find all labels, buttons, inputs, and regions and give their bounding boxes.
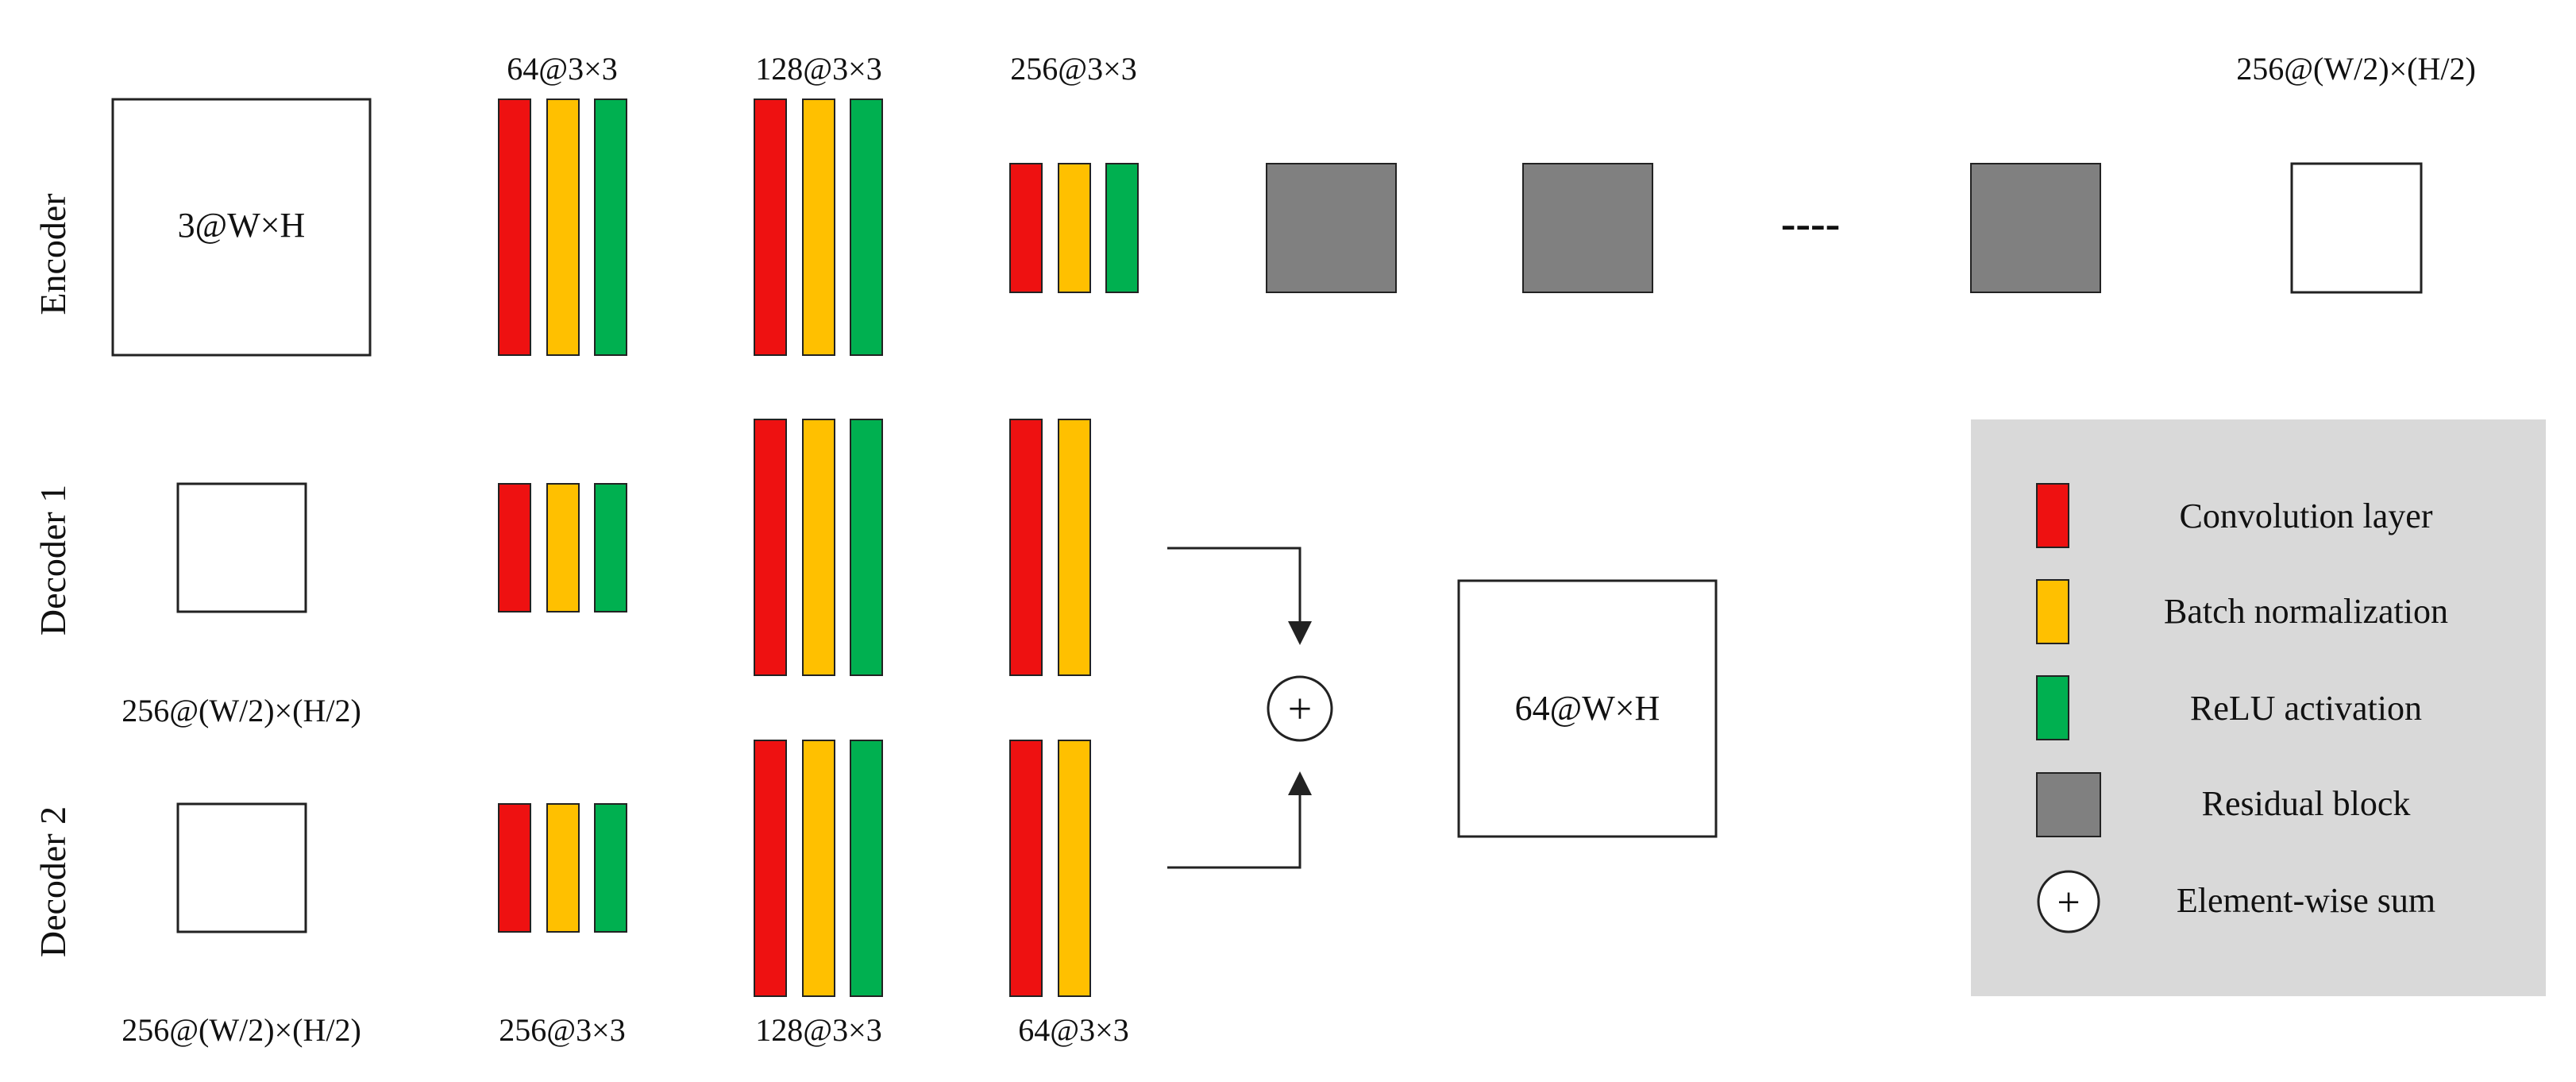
legend-bn-swatch <box>2036 579 2069 644</box>
decoder2-input-feature-map <box>176 802 307 933</box>
encoder-conv1-conv-layer <box>498 99 531 356</box>
encoder-input-label: 3@W×H <box>178 206 306 245</box>
decoder1-conv1-conv-layer <box>498 483 531 612</box>
legend-relu-swatch <box>2036 675 2069 740</box>
decoder-output-feature-map <box>1457 579 1718 838</box>
decoder1-to-sum-arrow <box>1167 547 1312 645</box>
decoder2-conv1-batch-norm <box>546 803 580 933</box>
encoder-input-feature-map <box>111 98 372 357</box>
decoder1-conv2-relu <box>850 419 883 676</box>
decoder2-to-sum-arrow <box>1167 771 1312 869</box>
legend-residual-swatch <box>2036 772 2101 837</box>
encoder-conv2-label: 128@3×3 <box>755 51 881 87</box>
encoder-conv1-batch-norm <box>546 99 580 356</box>
decoder1-row-label: Decoder 1 <box>33 485 73 636</box>
decoder2-conv2-batch-norm <box>802 740 835 997</box>
encoder-conv1-label: 64@3×3 <box>507 51 617 87</box>
encoder-residual-block-2 <box>1522 163 1653 293</box>
legend-relu-label: ReLU activation <box>2190 689 2422 728</box>
legend-conv-swatch <box>2036 483 2069 548</box>
legend: Convolution layer Batch normalization Re… <box>1971 419 2546 996</box>
encoder-output-feature-map <box>2290 162 2423 294</box>
legend-sum-symbol: + <box>2057 880 2080 925</box>
decoder2-row-label: Decoder 2 <box>33 806 73 957</box>
decoder2-conv3-conv-layer <box>1009 740 1043 997</box>
element-wise-sum-symbol: + <box>1288 685 1312 732</box>
encoder-conv2-conv-layer <box>754 99 787 356</box>
encoder-conv3-label: 256@3×3 <box>1010 51 1136 87</box>
legend-sum-swatch <box>2037 870 2100 933</box>
decoder2-conv3-batch-norm <box>1058 740 1091 997</box>
decoder1-conv3-batch-norm <box>1058 419 1091 676</box>
decoder2-conv1-relu <box>594 803 627 933</box>
encoder-conv3-conv-layer <box>1009 163 1043 293</box>
decoder1-input-label: 256@(W/2)×(H/2) <box>121 693 361 728</box>
encoder-conv3-relu <box>1105 163 1139 293</box>
decoder2-conv2-label: 128@3×3 <box>755 1012 881 1048</box>
encoder-conv1-relu <box>594 99 627 356</box>
decoder1-input-feature-map <box>176 482 307 613</box>
encoder-conv2-relu <box>850 99 883 356</box>
encoder-conv3-batch-norm <box>1058 163 1091 293</box>
element-wise-sum-node <box>1267 675 1333 742</box>
legend-bn-label: Batch normalization <box>2164 592 2448 631</box>
encoder-residual-block-n <box>1970 163 2101 293</box>
decoder1-conv1-relu <box>594 483 627 612</box>
legend-sum-label: Element-wise sum <box>2177 881 2435 920</box>
decoder1-conv2-batch-norm <box>802 419 835 676</box>
decoder2-input-label: 256@(W/2)×(H/2) <box>121 1012 361 1048</box>
decoder1-conv2-conv-layer <box>754 419 787 676</box>
encoder-row-label: Encoder <box>33 193 73 315</box>
encoder-output-label: 256@(W/2)×(H/2) <box>2236 51 2476 87</box>
decoder2-conv1-label: 256@3×3 <box>499 1012 625 1048</box>
encoder-conv2-batch-norm <box>802 99 835 356</box>
decoder2-conv3-label: 64@3×3 <box>1018 1012 1128 1048</box>
encoder-ellipsis: ---- <box>1781 199 1841 249</box>
legend-conv-label: Convolution layer <box>2180 497 2433 535</box>
decoder-output-label: 64@W×H <box>1515 689 1660 728</box>
decoder2-conv2-relu <box>850 740 883 997</box>
decoder1-conv1-batch-norm <box>546 483 580 612</box>
decoder2-conv2-conv-layer <box>754 740 787 997</box>
decoder2-conv1-conv-layer <box>498 803 531 933</box>
legend-residual-label: Residual block <box>2202 784 2411 823</box>
encoder-residual-block-1 <box>1266 163 1397 293</box>
decoder1-conv3-conv-layer <box>1009 419 1043 676</box>
